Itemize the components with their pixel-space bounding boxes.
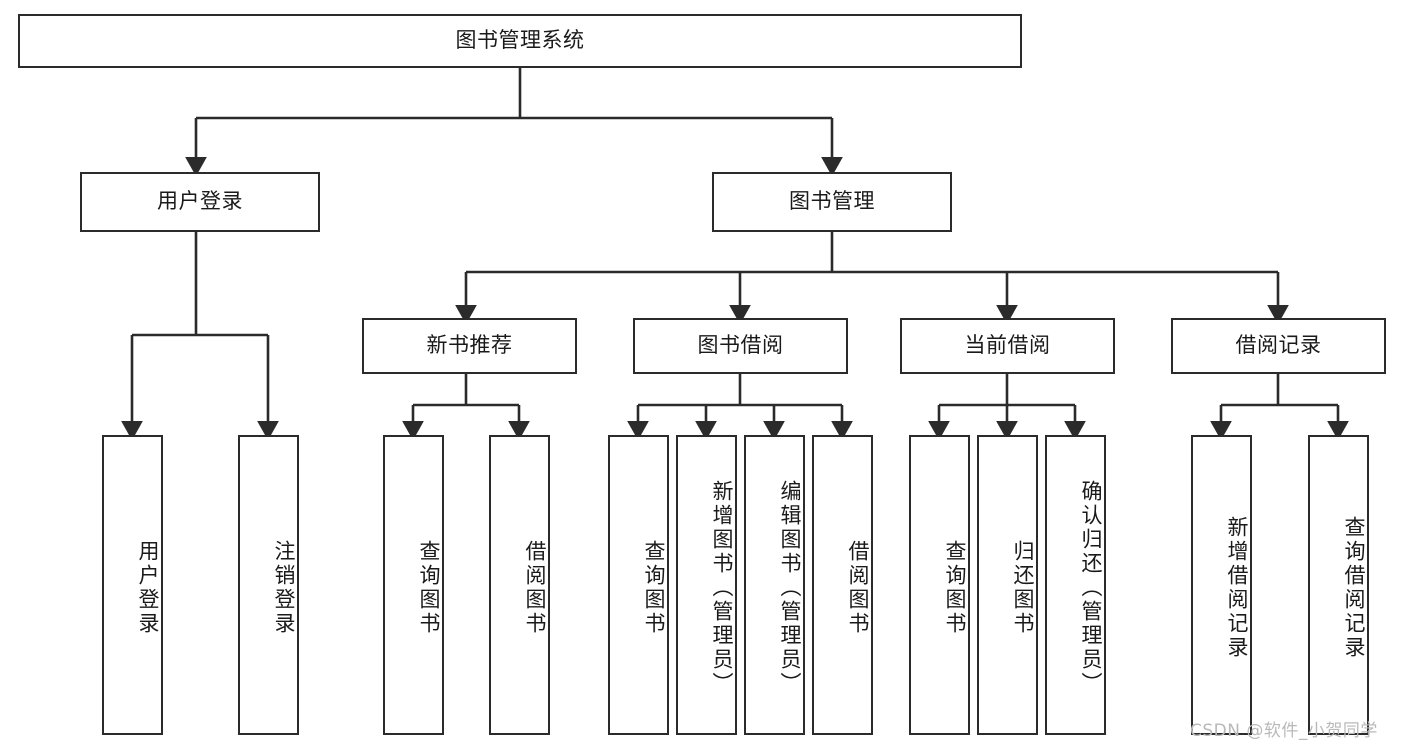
leaf-borrow-book-borrowing[interactable]: 借阅图书 [812,435,873,735]
node-label: 用户登录 [136,540,160,636]
csdn-watermark: CSDN @软件_小贺同学 [1190,721,1378,741]
node-label: 借阅图书 [523,540,547,636]
leaf-confirm-return-admin[interactable]: 确认归还（管理员） [1045,435,1106,735]
leaf-logout[interactable]: 注销登录 [238,435,299,735]
node-label: 借阅图书 [846,540,870,636]
node-label: 图书管理系统 [455,28,585,53]
node-label: 新增图书（管理员） [710,480,734,696]
leaf-add-book-admin[interactable]: 新增图书（管理员） [676,435,737,735]
leaf-query-book-new-book[interactable]: 查询图书 [383,435,444,735]
node-label: 新书推荐 [426,333,513,358]
leaf-query-book-current[interactable]: 查询图书 [909,435,970,735]
leaf-return-book[interactable]: 归还图书 [977,435,1038,735]
leaf-query-borrow-record[interactable]: 查询借阅记录 [1308,435,1369,735]
node-label: 注销登录 [272,540,296,636]
node-user-login[interactable]: 用户登录 [80,172,320,232]
node-root-book-management-system[interactable]: 图书管理系统 [18,14,1022,68]
node-label: 新增借阅记录 [1225,516,1249,660]
node-label: 当前借阅 [964,333,1051,358]
leaf-user-login[interactable]: 用户登录 [102,435,163,735]
node-label: 查询图书 [943,540,967,636]
leaf-borrow-book-new-book[interactable]: 借阅图书 [489,435,550,735]
node-label: 用户登录 [157,189,243,214]
node-label: 图书管理 [789,189,875,214]
node-current-borrowing[interactable]: 当前借阅 [900,318,1115,374]
node-label: 借阅记录 [1235,333,1322,358]
node-label: 查询图书 [417,540,441,636]
node-label: 确认归还（管理员） [1079,480,1103,696]
leaf-query-book-borrowing[interactable]: 查询图书 [608,435,669,735]
leaf-edit-book-admin[interactable]: 编辑图书（管理员） [744,435,805,735]
leaf-add-borrow-record[interactable]: 新增借阅记录 [1191,435,1252,735]
node-book-borrowing[interactable]: 图书借阅 [633,318,848,374]
node-label: 图书借阅 [697,333,784,358]
node-label: 编辑图书（管理员） [778,480,802,696]
node-borrow-records[interactable]: 借阅记录 [1171,318,1386,374]
node-label: 查询图书 [642,540,666,636]
node-new-book-recommendation[interactable]: 新书推荐 [362,318,577,374]
node-label: 归还图书 [1011,540,1035,636]
node-label: 查询借阅记录 [1342,516,1366,660]
node-book-management[interactable]: 图书管理 [712,172,952,232]
